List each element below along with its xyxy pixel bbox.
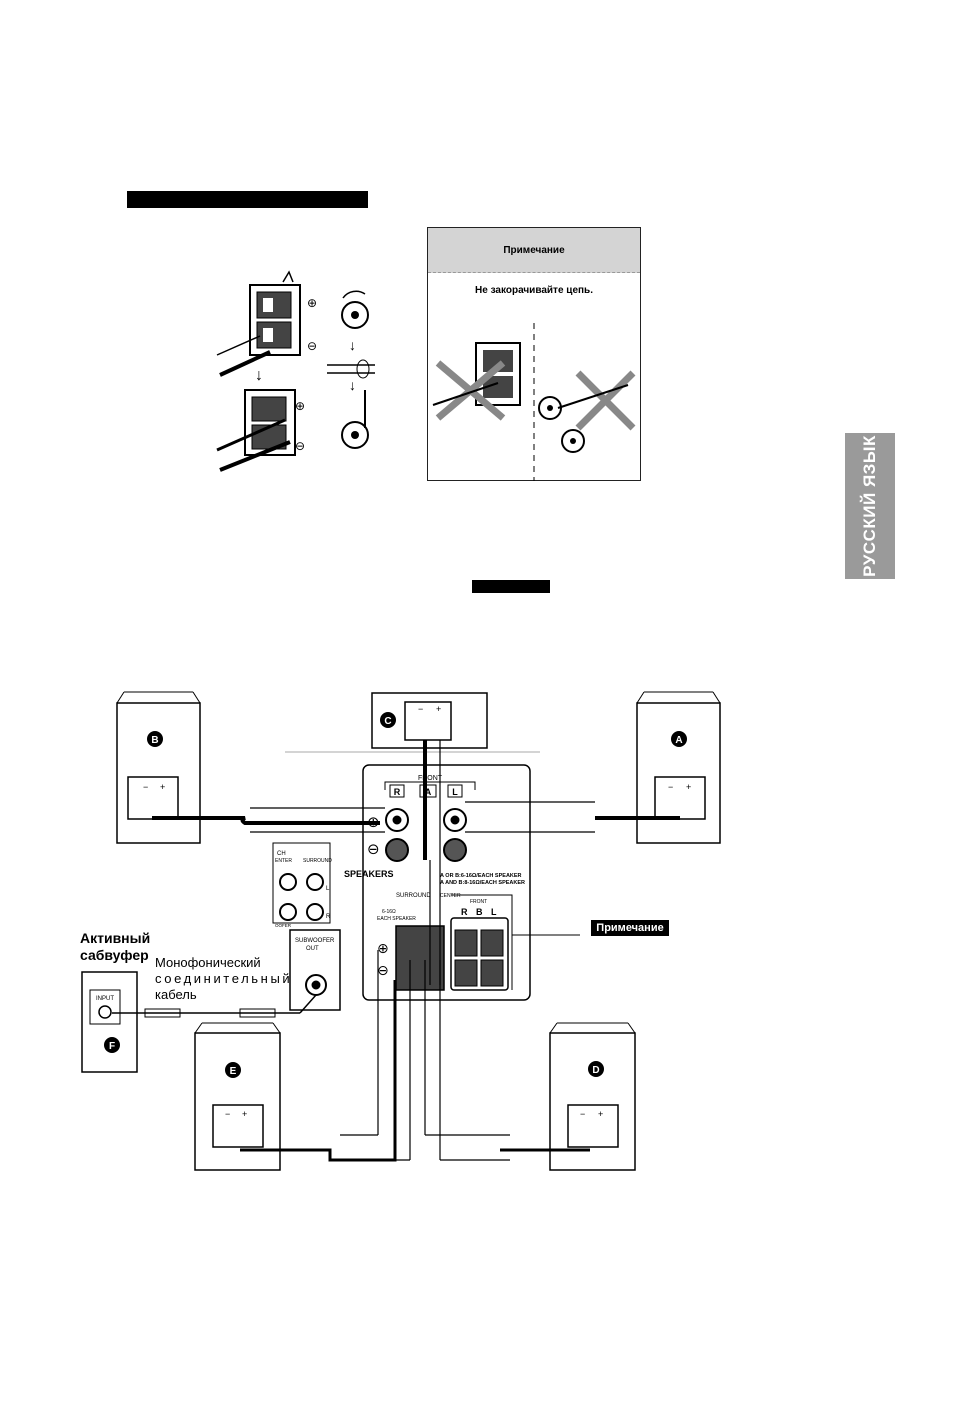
speaker-d-label: D [592, 1065, 599, 1076]
terminal-plus: + [436, 704, 441, 714]
plus-mark: ⊕ [307, 296, 317, 310]
terminal-minus: − [668, 782, 673, 792]
crossed-post-icon [538, 370, 636, 453]
terminal-minus: − [225, 1109, 230, 1119]
speaker-c-box [371, 692, 488, 749]
note-box: Примечание Не закорачивайте цепь. [427, 227, 641, 481]
plus-mark: ⊕ [295, 399, 305, 413]
terminal-minus: − [418, 704, 423, 714]
front-label: FRONT [418, 775, 443, 782]
section-header-bar-2 [472, 580, 550, 593]
speaker-d-box [549, 1032, 636, 1171]
channel-a-label: A [425, 787, 432, 797]
speaker-b-box [116, 702, 201, 844]
language-tab-label: РУССКИЙ ЯЗЫК [860, 435, 879, 577]
plus-symbol: ⊕ [377, 940, 389, 956]
terminal-plus: + [598, 1109, 603, 1119]
note-pill: Примечание [591, 920, 669, 936]
mono-cable-line1: Монофонический [155, 955, 261, 970]
terminal-plus: + [686, 782, 691, 792]
twisted-wire-icon [327, 359, 375, 379]
active-subwoofer-line2: сабвуфер [80, 947, 149, 963]
mono-cable-line2: соединительный [155, 971, 293, 986]
speaker-f-label: F [109, 1041, 115, 1052]
impedance-a-label: A OR B:6-16Ω/EACH SPEAKER [440, 873, 522, 879]
active-subwoofer-line1: Активный [80, 930, 151, 946]
speaker-e-box [194, 1032, 281, 1171]
channel-r-label: R [461, 907, 468, 917]
center-label: ENTER [275, 858, 292, 864]
short-circuit-illustration [432, 323, 636, 481]
surround-label-2: SURROUND [303, 858, 332, 864]
front-b-label: FRONT [470, 899, 487, 905]
language-tab: РУССКИЙ ЯЗЫК [845, 433, 895, 579]
speaker-e-label: E [230, 1066, 237, 1077]
speaker-a-box [636, 702, 721, 844]
plus-symbol: ⊕ [367, 814, 380, 831]
channel-l-label: L [491, 907, 497, 917]
center-label: CENTER [440, 893, 461, 899]
surround-label: SURROUND [396, 893, 431, 899]
channel-l-label: L [452, 787, 458, 797]
note-text: Не закорачивайте цепь. [475, 285, 593, 296]
surround-r-label: R [326, 914, 331, 920]
subwoofer-box [81, 971, 138, 1073]
input-label: INPUT [96, 996, 114, 1002]
spring-terminal-icon [216, 389, 296, 472]
subwoofer-out-label: SUBWOOFER [295, 938, 335, 944]
crossed-terminal-icon [432, 342, 521, 421]
binding-post-icon [341, 390, 369, 449]
arrow-down-icon: ↓ [349, 377, 356, 393]
surround-ohm-label: 6-16Ω [382, 909, 396, 915]
speaker-b-label: B [151, 735, 158, 746]
ch-label: CH [277, 851, 286, 857]
each-speaker-label: EACH SPEAKER [377, 916, 416, 922]
channel-r-label: R [394, 787, 401, 797]
arrow-down-icon: ↓ [255, 367, 263, 384]
mono-cable-line3: кабель [155, 987, 197, 1002]
speaker-a-label: A [675, 735, 682, 746]
section-header-bar [127, 191, 368, 208]
minus-symbol: ⊖ [377, 962, 389, 978]
minus-symbol: ⊖ [367, 841, 380, 858]
impedance-b-label: A AND B:8-16Ω/EACH SPEAKER [440, 880, 525, 886]
out-label: OUT [306, 946, 319, 952]
terminal-plus: + [160, 782, 165, 792]
terminal-minus: − [143, 782, 148, 792]
terminal-minus: − [580, 1109, 585, 1119]
speakers-label: SPEAKERS [344, 869, 394, 879]
channel-b-label: B [476, 907, 483, 917]
spring-terminal-icon [216, 270, 301, 377]
receiver-panel [362, 764, 531, 1001]
speaker-id-badges: B C A E D F [104, 712, 687, 1078]
wiring-diagram: B C A E D F − + − + − + − + − + FRONT R … [81, 691, 721, 1171]
speaker-c-label: C [384, 716, 391, 727]
arrow-down-icon: ↓ [349, 337, 356, 353]
minus-mark: ⊖ [295, 439, 305, 453]
note-heading: Примечание [428, 228, 640, 273]
terminal-plus: + [242, 1109, 247, 1119]
woofer-label: OOFER [275, 923, 292, 928]
minus-mark: ⊖ [307, 339, 317, 353]
terminal-connection-illustration: ⊕ ⊖ ↓ ⊕ ⊖ ↓ ↓ [216, 270, 375, 472]
binding-post-icon [341, 290, 369, 329]
surround-l-label: L [326, 886, 330, 892]
